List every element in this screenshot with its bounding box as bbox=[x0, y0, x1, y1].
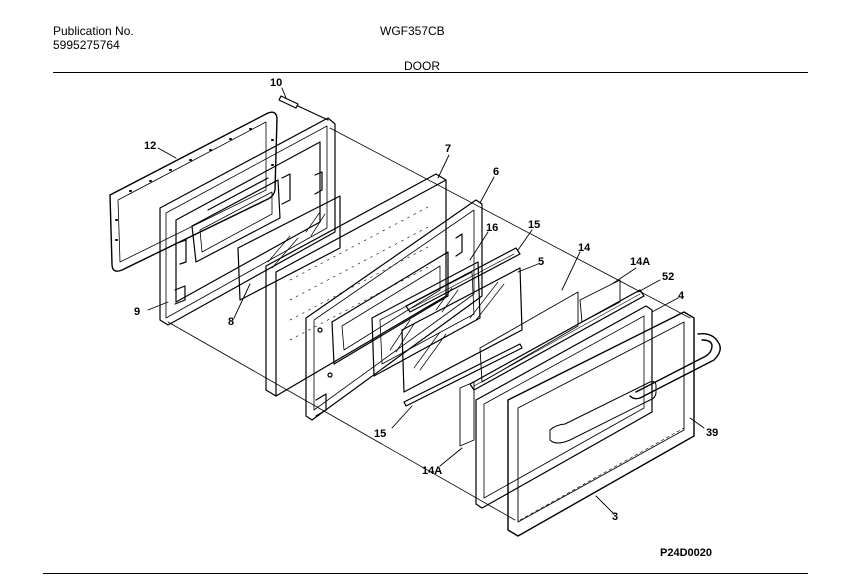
callout-39: 39 bbox=[706, 427, 719, 439]
part-15-lower-retainer bbox=[403, 343, 523, 407]
drawing-code: P24D0020 bbox=[660, 547, 712, 559]
part-6-door-frame bbox=[305, 199, 483, 421]
publication-number: 5995275764 bbox=[53, 38, 120, 52]
part-39-handle bbox=[629, 332, 721, 400]
callout-15-lower: 15 bbox=[374, 428, 387, 440]
callout-14A-lower: 14A bbox=[422, 465, 443, 477]
callout-7: 7 bbox=[445, 143, 452, 155]
callout-14: 14 bbox=[578, 242, 591, 254]
part-52-trim-strip bbox=[469, 289, 645, 391]
callout-52: 52 bbox=[662, 271, 675, 283]
footer-rule bbox=[43, 573, 808, 574]
part-10-screw bbox=[278, 95, 329, 121]
part-14A-upper-strip bbox=[579, 279, 621, 323]
publication-label: Publication No. bbox=[53, 24, 134, 38]
callout-6: 6 bbox=[493, 166, 500, 178]
part-5-window-glass bbox=[401, 267, 523, 393]
callout-5: 5 bbox=[538, 256, 545, 268]
callout-10: 10 bbox=[270, 77, 283, 89]
part-16-glass-pack bbox=[371, 261, 481, 377]
section-title: DOOR bbox=[404, 59, 440, 73]
part-7-insulation bbox=[265, 173, 447, 397]
callout-12: 12 bbox=[144, 140, 157, 152]
callout-15-upper: 15 bbox=[528, 219, 541, 231]
leader-lines bbox=[147, 87, 705, 515]
part-4-outer-panel bbox=[475, 305, 653, 509]
callout-3: 3 bbox=[612, 511, 619, 523]
callout-8: 8 bbox=[228, 316, 235, 328]
part-15-upper-retainer bbox=[405, 247, 521, 313]
callout-4: 4 bbox=[678, 290, 685, 302]
callout-16: 16 bbox=[486, 222, 499, 234]
callout-9: 9 bbox=[134, 306, 141, 318]
part-14-insulation-sheet bbox=[479, 291, 579, 383]
part-14A-lower-strip bbox=[459, 381, 475, 447]
part-8-inner-glass bbox=[237, 195, 341, 301]
part-9-inner-liner bbox=[159, 117, 336, 326]
callout-14A-upper: 14A bbox=[630, 256, 651, 268]
model-number: WGF357CB bbox=[380, 24, 445, 38]
part-3-outer-door-panel bbox=[507, 311, 695, 537]
assembly-guide-lines bbox=[167, 127, 691, 521]
header-rule bbox=[53, 72, 808, 73]
part-12-gasket bbox=[109, 111, 278, 272]
